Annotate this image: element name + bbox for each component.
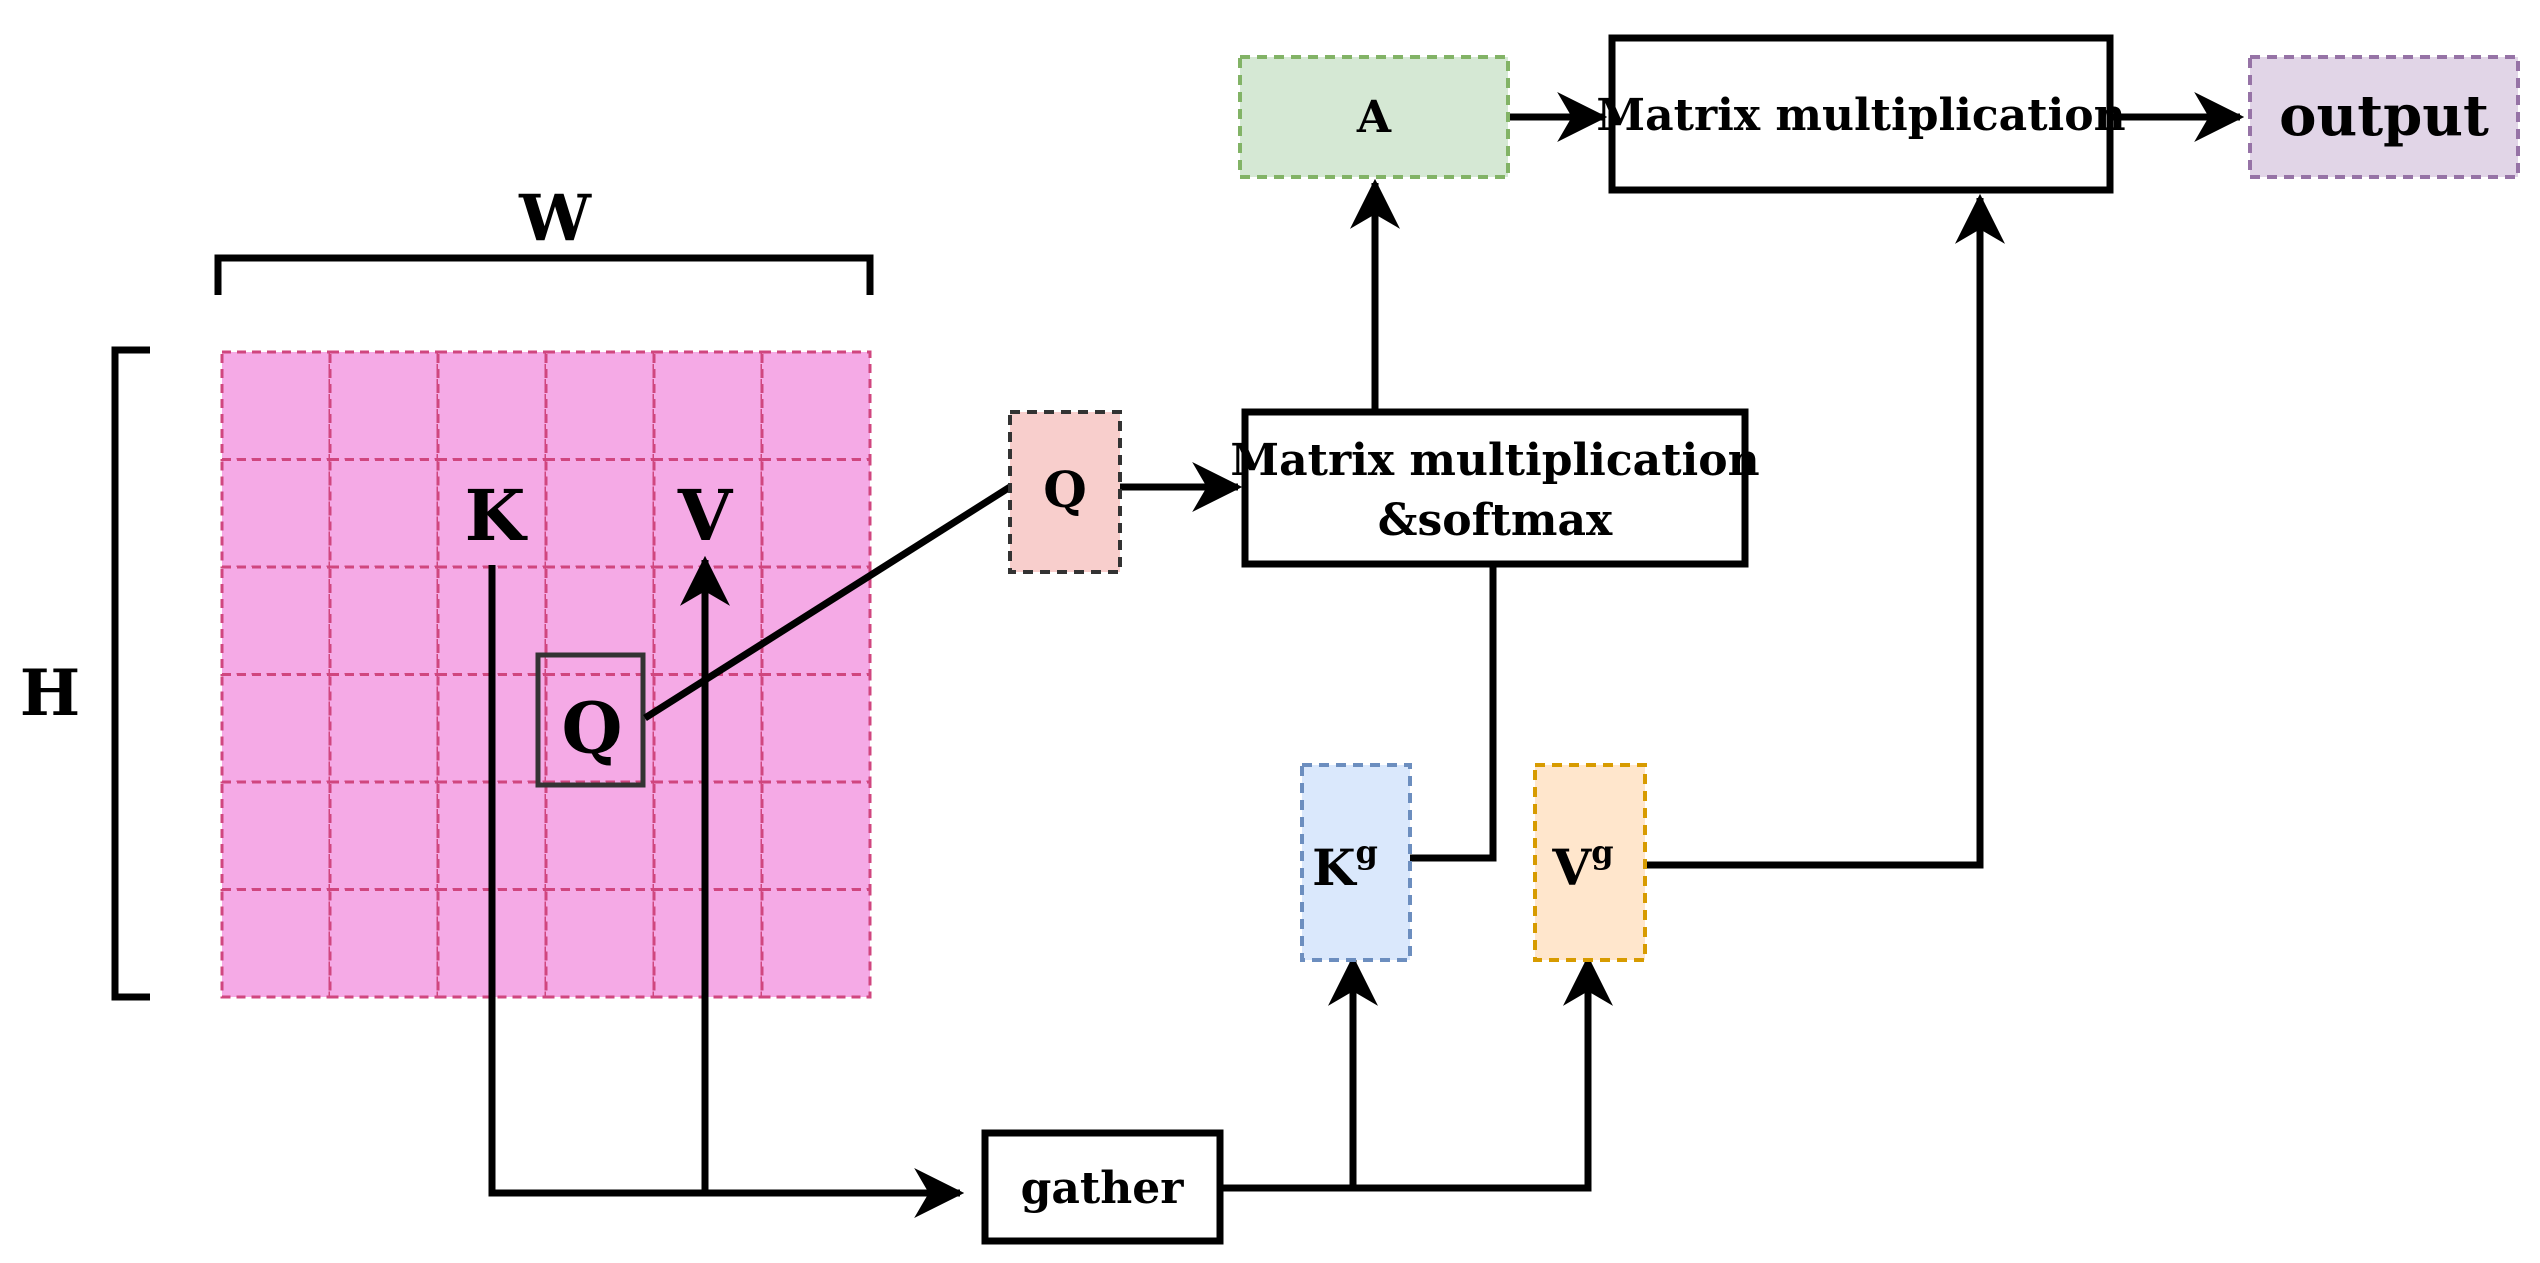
gather-box: gather xyxy=(981,1129,1224,1245)
gather-label: gather xyxy=(1021,1163,1185,1214)
kg-token: Kg xyxy=(1300,763,1412,962)
grid-v-label: V xyxy=(677,474,734,557)
vg-to-matmul-arrow xyxy=(1645,193,2005,869)
grid-cell xyxy=(220,350,332,461)
output-token-label: output xyxy=(2279,83,2489,149)
output-token-box xyxy=(2248,55,2520,179)
gather-to-vg-arrow xyxy=(1353,955,1613,1192)
height-bracket: H xyxy=(20,346,150,1001)
matmul-softmax-line2: &softmax xyxy=(1378,495,1613,546)
height-label: H xyxy=(20,656,80,731)
a-token: A xyxy=(1238,55,1510,179)
gather-to-kg-arrow xyxy=(1220,955,1378,1192)
grid-cell xyxy=(760,673,872,784)
grid-cell xyxy=(328,350,440,461)
feature-map-grid xyxy=(220,350,872,999)
width-label: W xyxy=(518,181,592,256)
matmul-top-box: Matrix multiplication xyxy=(1596,34,2126,194)
matmul-softmax-line1: Matrix multiplication xyxy=(1230,435,1759,486)
kg-to-matmul-line xyxy=(1410,565,1497,862)
grid-cell xyxy=(328,458,440,569)
grid-cell xyxy=(760,350,872,461)
vg-token-label: V xyxy=(1551,838,1592,897)
grid-cell xyxy=(544,458,656,569)
grid-cell xyxy=(220,673,332,784)
grid-cell xyxy=(760,888,872,999)
grid-cell xyxy=(220,458,332,569)
q-token-label: Q xyxy=(1043,460,1087,519)
vg-token: Vg xyxy=(1533,763,1647,962)
kg-token-sup: g xyxy=(1356,833,1378,871)
grid-cell xyxy=(220,888,332,999)
vg-token-sup: g xyxy=(1591,833,1613,871)
grid-cell xyxy=(544,565,656,676)
q-token-box xyxy=(1008,410,1122,574)
grid-k-label: K xyxy=(465,474,528,557)
a-token-box xyxy=(1238,55,1510,179)
grid-cell xyxy=(328,780,440,891)
grid-cell xyxy=(220,565,332,676)
grid-q-label: Q xyxy=(562,687,623,770)
width-bracket: W xyxy=(214,181,874,295)
q-token: Q xyxy=(1008,410,1122,574)
grid-cell xyxy=(760,780,872,891)
kg-token-label: K xyxy=(1312,838,1357,897)
grid-cell xyxy=(328,565,440,676)
vg-token-box xyxy=(1533,763,1647,962)
a-token-label: A xyxy=(1356,92,1392,143)
connectors xyxy=(488,92,2245,1218)
kg-token-box xyxy=(1300,763,1412,962)
grid-cell xyxy=(652,458,764,569)
grid-cell xyxy=(544,673,656,784)
matmul-softmax-box: Matrix multiplication &softmax xyxy=(1230,408,1760,568)
grid-cell xyxy=(544,888,656,999)
grid-cell xyxy=(652,350,764,461)
output-token: output xyxy=(2248,55,2520,179)
grid-cell xyxy=(328,673,440,784)
kg-token-text: Kg xyxy=(1312,833,1378,897)
grid-cell xyxy=(436,350,548,461)
vg-token-text: Vg xyxy=(1551,833,1613,897)
grid-query-box: Q xyxy=(535,652,646,788)
grid-cell xyxy=(436,458,548,569)
matmul-top-label: Matrix multiplication xyxy=(1596,90,2125,141)
grid-cell xyxy=(328,888,440,999)
grid-cell xyxy=(544,780,656,891)
grid-cell xyxy=(544,350,656,461)
grid-cell xyxy=(760,458,872,569)
grid-cell xyxy=(220,780,332,891)
k-to-gather-arrow xyxy=(488,565,965,1218)
